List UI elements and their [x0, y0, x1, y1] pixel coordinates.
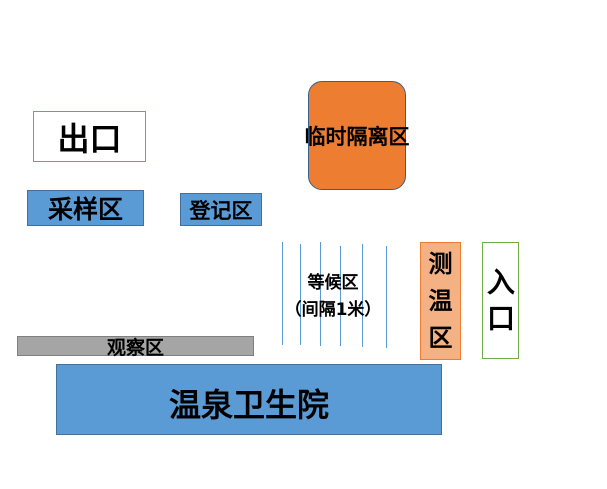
- waiting-label: 等候区 （间隔1米）: [274, 270, 392, 324]
- queue-line: [362, 244, 363, 347]
- observation-zone: 观察区: [17, 336, 254, 359]
- sampling-zone: 采样区: [27, 190, 144, 226]
- temperature-label: 测 温 区: [429, 246, 453, 357]
- entrance-char: 口: [486, 301, 515, 335]
- queue-line: [386, 246, 387, 348]
- exit-zone: 出口: [33, 111, 146, 162]
- hospital-building: 温泉卫生院: [56, 364, 442, 435]
- isolation-zone: 临时隔离区: [305, 81, 410, 190]
- queue-line: [282, 242, 283, 345]
- hospital-label: 温泉卫生院: [168, 385, 329, 424]
- registration-zone: 登记区: [180, 193, 262, 226]
- temperature-char: 温: [428, 286, 453, 315]
- registration-label: 登记区: [189, 198, 253, 223]
- temperature-check-zone: 测 温 区: [420, 242, 461, 360]
- queue-line: [340, 246, 341, 346]
- waiting-title: 等候区: [307, 273, 359, 293]
- waiting-spacing-note: （间隔1米）: [284, 300, 382, 320]
- queue-line: [300, 244, 301, 345]
- isolation-label: 临时隔离区: [304, 124, 410, 149]
- queue-line: [320, 242, 321, 346]
- entrance-char: 入: [486, 265, 515, 299]
- sampling-label: 采样区: [47, 195, 123, 224]
- exit-label: 出口: [57, 119, 122, 158]
- temperature-char: 测: [428, 249, 453, 278]
- temperature-char: 区: [428, 323, 453, 352]
- observation-label: 观察区: [106, 336, 164, 359]
- entrance-zone: 入 口: [482, 242, 519, 359]
- entrance-label: 入 口: [487, 265, 515, 337]
